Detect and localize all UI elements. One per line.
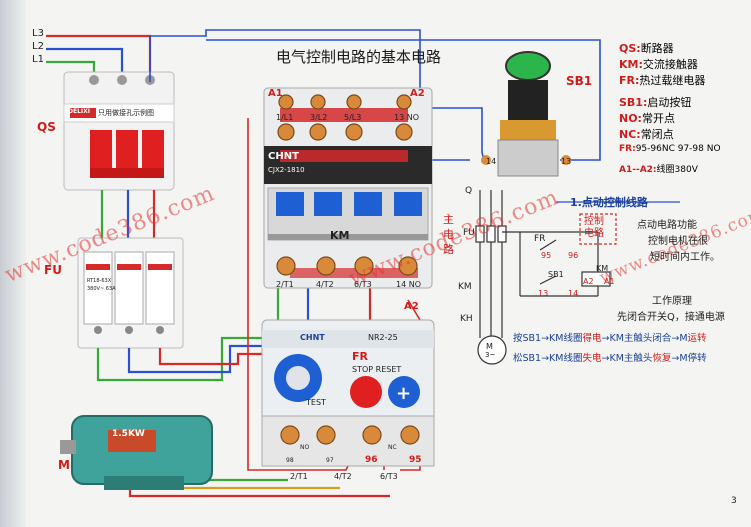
sch-96: 96 <box>568 251 579 260</box>
fr-mark-95: 95 <box>409 455 422 465</box>
km-top-terminal: 5/L3 <box>344 113 362 122</box>
km-bottom-terminal: 2/T1 <box>276 280 294 289</box>
fr-label: FR <box>352 350 368 363</box>
fu-model: RT18-63X <box>87 278 112 284</box>
km-coil-a1: A1 <box>268 88 283 99</box>
sch-a1: A1 <box>604 277 615 286</box>
legend-item: SB1:启动按钮 <box>619 96 692 109</box>
qs-label: QS <box>37 120 56 134</box>
book-spine <box>0 0 26 527</box>
km-top-terminal: 1/L1 <box>276 113 294 122</box>
sb1-terminal-14: 14 <box>486 157 497 166</box>
wire-l3 <box>46 34 152 75</box>
sch-fr: FR <box>534 234 546 244</box>
km-coil-a2: A2 <box>404 301 419 312</box>
sch-14: 14 <box>568 289 579 298</box>
svg-text:+: + <box>396 383 411 404</box>
sch-km: KM <box>458 282 472 292</box>
fr-mark-96: 96 <box>365 455 378 465</box>
qs-breaker <box>63 71 175 191</box>
fu-label: FU <box>44 263 62 277</box>
function-text-1: 点动电路功能 <box>637 220 697 231</box>
supply-lines <box>46 34 152 75</box>
sb1-terminal-13: 13 <box>561 157 572 166</box>
fr-term-nc: NC <box>388 444 397 451</box>
motor <box>60 415 213 490</box>
sb1-pushbutton <box>481 51 571 177</box>
sch-q: Q <box>465 186 473 196</box>
qs-brand: DELIXI <box>68 108 90 115</box>
diagram-title: 电气控制电路的基本电路 <box>276 48 442 66</box>
sch-sb1: SB1 <box>548 270 564 279</box>
km-coil-a2-top: A2 <box>410 88 425 99</box>
km-screw-terminals <box>276 94 418 276</box>
km-bottom-terminal: 6/T3 <box>354 280 372 289</box>
km-label: KM <box>330 229 350 242</box>
qs-note: 只用做接孔示例图 <box>98 109 154 117</box>
section-title: 1.点动控制线路 <box>570 196 648 209</box>
sch-motor: M <box>486 342 493 351</box>
function-text-2: 控制电机在很 <box>648 236 708 247</box>
principle-title: 工作原理 <box>652 296 692 307</box>
fr-term-97: 97 <box>326 457 334 464</box>
legend-item: KM:交流接触器 <box>619 58 698 71</box>
legend-item: QS:断路器 <box>619 42 674 55</box>
fr-stop-reset: STOP RESET <box>352 365 402 374</box>
motor-power: 1.5KW <box>112 429 145 439</box>
fr-bottom-terminal: 2/T1 <box>290 472 308 481</box>
km-bottom-terminal: 14 NO <box>396 280 422 289</box>
fr-test: TEST <box>306 398 326 407</box>
legend-item: NO:常开点 <box>619 112 675 125</box>
flow-start: 按SB1→KM线圈得电→KM主触头闭合→M运转 <box>513 333 707 344</box>
legend-item: FR:95-96NC 97-98 NO <box>619 144 721 154</box>
flow-stop: 松SB1→KM线圈失电→KM主触头恢复→M停转 <box>513 353 707 364</box>
fr-term-no: NO <box>300 444 310 451</box>
km-top-terminal: 3/L2 <box>310 113 328 122</box>
motor-label: M <box>58 458 70 472</box>
page-number: 3 <box>731 496 737 506</box>
fr-bottom-terminal: 6/T3 <box>380 472 398 481</box>
label-l2: L2 <box>32 41 44 52</box>
km-bottom-terminal: 4/T2 <box>316 280 334 289</box>
sch-13: 13 <box>538 289 549 298</box>
sch-fu: FU <box>463 228 475 238</box>
fu-rating: 380V~ 63A <box>87 286 116 292</box>
label-l1: L1 <box>32 54 44 65</box>
legend-item: A1--A2:线圈380V <box>619 165 698 175</box>
fr-bottom-terminal: 4/T2 <box>334 472 352 481</box>
schematic <box>475 190 680 365</box>
main-circuit-label: 主电路 <box>443 213 454 256</box>
sch-motor-sub: 3~ <box>485 351 496 359</box>
fr-screw-terminals <box>280 425 420 445</box>
legend-item: NC:常闭点 <box>619 128 674 141</box>
km-top-terminal: 13 NO <box>394 113 420 122</box>
sch-a2: A2 <box>583 277 594 286</box>
km-model: CJX2-1810 <box>268 166 305 174</box>
sch-95: 95 <box>541 251 552 260</box>
wire-l1 <box>46 60 96 75</box>
sch-kh: KH <box>460 314 473 324</box>
fr-term-98: 98 <box>286 457 294 464</box>
principle-text: 先闭合开关Q，接通电源 <box>617 312 725 323</box>
label-l3: L3 <box>32 28 44 39</box>
legend-item: FR:热过载继电器 <box>619 74 706 87</box>
sb1-label: SB1 <box>566 74 593 88</box>
function-text-3: 短时间内工作。 <box>650 252 720 263</box>
km-brand: CHNT <box>268 151 299 162</box>
fu-fuses <box>77 237 184 349</box>
sch-km-coil: KM <box>596 264 609 273</box>
sch-control-box: 控制电路 <box>584 216 604 239</box>
fr-model: NR2-25 <box>368 333 398 342</box>
wire-l2 <box>46 47 124 75</box>
km-contactor <box>263 87 433 289</box>
fr-brand: CHNT <box>300 333 325 342</box>
